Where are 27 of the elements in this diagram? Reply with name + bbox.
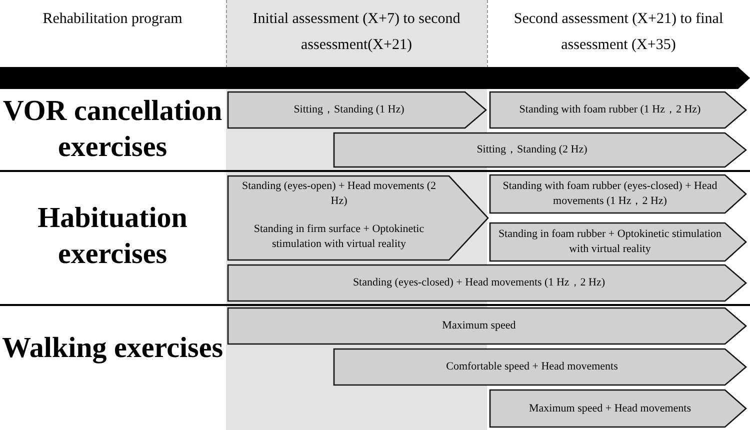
bar-label: Standing with foam rubber (eyes-closed) + Head movements (1 Hz，2 Hz) xyxy=(502,179,718,209)
pentagon-bar xyxy=(227,175,489,261)
bar-label: Standing (eyes-closed) + Head movements (1 Hz，2 Hz) xyxy=(352,276,606,290)
bar-label: Comfortable speed + Head movements xyxy=(445,360,619,374)
bar-label: Maximum speed + Head movements xyxy=(528,401,692,416)
chevron-arrow-bar xyxy=(489,91,747,129)
column-header: Initial assessment (X+7) to second assessment(X+21) xyxy=(252,10,462,55)
chevron-arrow-bar xyxy=(489,174,747,214)
chevron-arrow-bar xyxy=(227,307,747,345)
bar-label: Standing with foam rubber (1 Hz，2 Hz) xyxy=(518,102,702,118)
bar-label: Standing in foam rubber + Optokinetic stimulation with virtual reality xyxy=(497,227,723,257)
chevron-arrow-bar xyxy=(333,132,747,168)
bar-label: Standing in firm surface + Optokinetic stimulation with virtual reality xyxy=(252,222,426,252)
row-title: Habituation exercises xyxy=(36,201,188,272)
bar-label: Maximum speed xyxy=(441,318,517,334)
bar-label: Sitting，Standing (1 Hz) xyxy=(292,102,406,118)
row-title: Walking exercises xyxy=(1,331,224,366)
column-header: Rehabilitation program xyxy=(42,10,184,29)
chevron-arrow-bar xyxy=(489,222,747,262)
bar-label: Sitting，Standing (2 Hz) xyxy=(476,142,588,158)
chevron-arrow-bar xyxy=(333,348,747,386)
chevron-arrow-bar xyxy=(227,264,747,302)
chevron-arrow-bar xyxy=(227,91,487,129)
row-title: VOR cancellation exercises xyxy=(2,94,224,165)
chevron-arrow-bar xyxy=(489,389,747,428)
column-header: Second assessment (X+21) to final assessment (X+35) xyxy=(512,10,724,55)
bar-label: Standing (eyes-open) + Head movements (2 Hz) xyxy=(240,179,438,209)
